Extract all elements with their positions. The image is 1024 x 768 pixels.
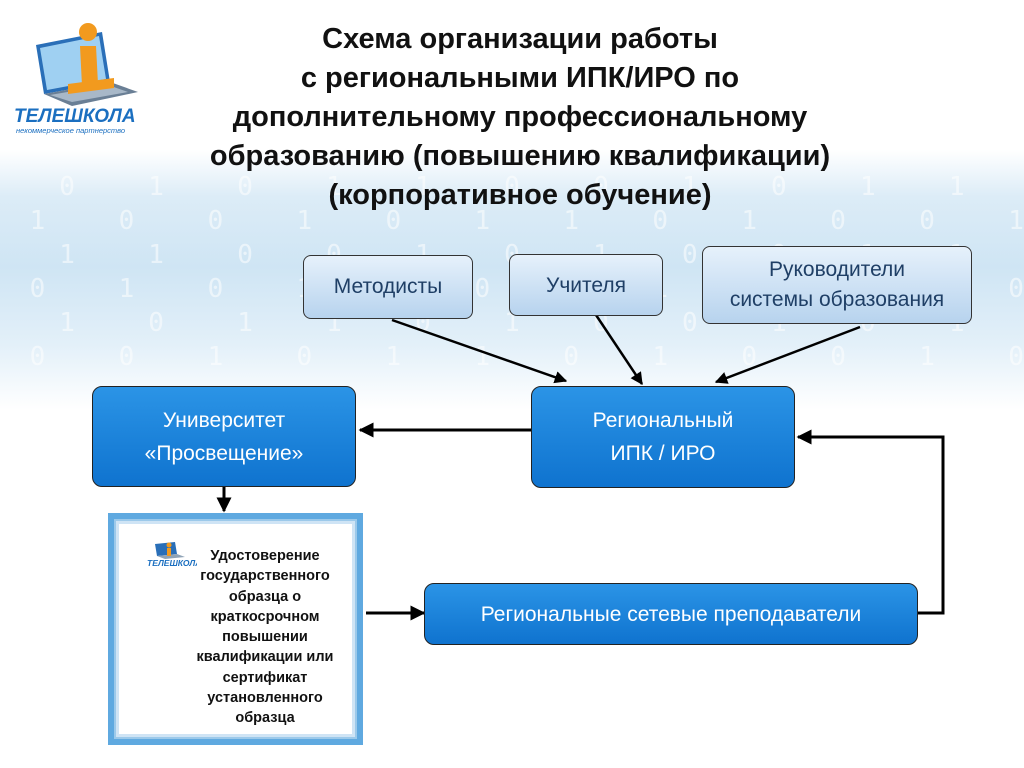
certificate-line: Удостоверение: [210, 548, 320, 564]
node-teachers: Учителя: [509, 254, 663, 316]
node-network-teachers-label: Региональные сетевые преподаватели: [480, 602, 862, 626]
svg-text:ТЕЛЕШКОЛА: ТЕЛЕШКОЛА: [14, 106, 136, 127]
node-leaders-line: Руководители: [768, 258, 906, 281]
telеshkola-logo: ТЕЛЕШКОЛА некоммерческое партнерство: [10, 10, 160, 135]
node-leaders: Руководители системы образования: [702, 246, 972, 324]
certificate-line: квалификации или: [196, 649, 334, 666]
svg-text:ТЕЛЕШКОЛА: ТЕЛЕШКОЛА: [147, 558, 197, 568]
title-line: дополнительному профессиональному: [232, 101, 808, 133]
laptop-logo-icon: ТЕЛЕШКОЛА некоммерческое партнерство: [14, 23, 138, 135]
certificate-logo-icon: ТЕЛЕШКОЛА: [147, 542, 197, 568]
title-line: с региональными ИПК/ИРО по: [300, 62, 740, 94]
certificate-line: государственного: [200, 568, 330, 585]
certificate-line: повышении: [222, 629, 308, 646]
node-leaders-line: системы образования: [729, 288, 945, 311]
certificate-document: ТЕЛЕШКОЛА Удостоверение государственного…: [108, 513, 363, 745]
page-title: Схема организации работы с региональными…: [180, 20, 860, 215]
node-university-line: «Просвещение»: [144, 441, 304, 465]
node-university-line: Университет: [162, 408, 286, 432]
node-regional-ipk-iro: Региональный ИПК / ИРО: [531, 386, 795, 488]
certificate-line: сертификат: [222, 669, 308, 686]
title-line: (корпоративное обучение): [328, 179, 712, 211]
arrow-leaders-to-regional: [714, 325, 861, 384]
certificate-line: образца: [235, 710, 295, 727]
node-university: Университет «Просвещение»: [92, 386, 356, 487]
node-methodists: Методисты: [303, 255, 473, 319]
certificate-text: Удостоверение государственного образца о…: [175, 546, 355, 729]
certificate-line: образца о: [228, 588, 302, 605]
certificate-frame: ТЕЛЕШКОЛА Удостоверение государственного…: [114, 519, 357, 739]
svg-text:некоммерческое партнерство: некоммерческое партнерство: [16, 126, 125, 135]
arrow-network-to-regional: [796, 429, 945, 615]
arrow-methodists-to-regional: [391, 318, 568, 384]
node-teachers-label: Учителя: [545, 274, 626, 297]
node-regional-line: Региональный: [592, 409, 734, 432]
title-line: Схема организации работы: [322, 23, 718, 55]
title-line: образованию (повышению квалификации): [209, 140, 831, 172]
certificate-line: краткосрочном: [210, 608, 320, 625]
node-regional-line: ИПК / ИРО: [610, 442, 716, 465]
node-methodists-label: Методисты: [333, 275, 443, 298]
certificate-line: установленного: [207, 690, 323, 707]
arrow-teachers-to-regional: [592, 311, 644, 386]
node-network-teachers: Региональные сетевые преподаватели: [424, 583, 918, 645]
